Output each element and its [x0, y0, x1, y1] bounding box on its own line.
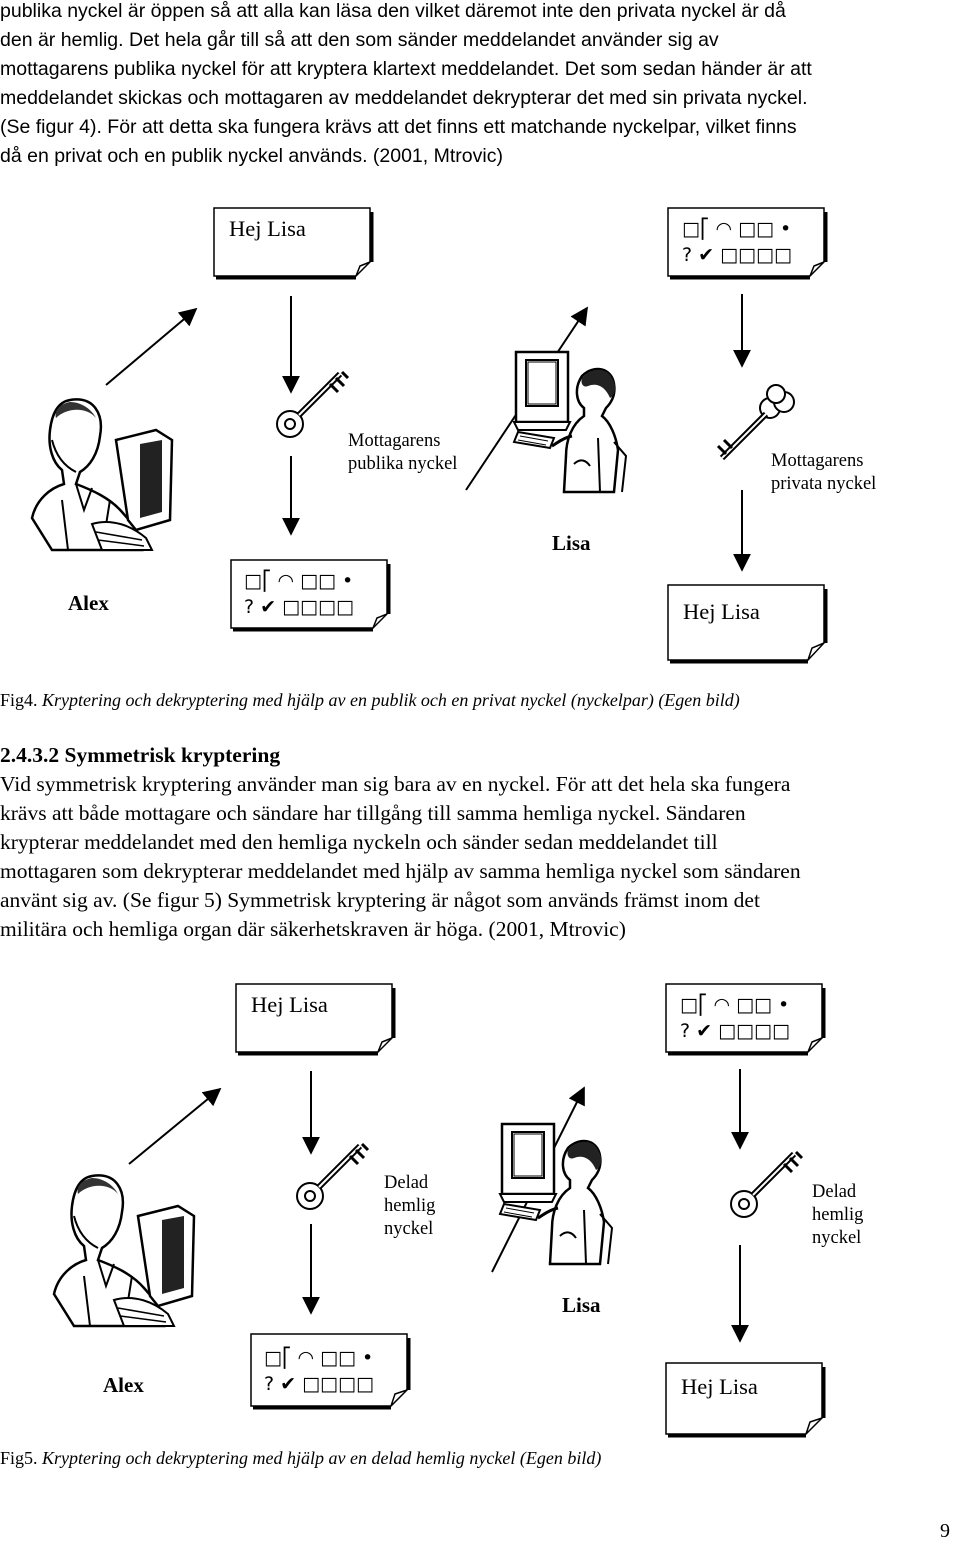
sender-name: Alex [103, 1373, 144, 1397]
text-line: meddelandet skickas och mottagaren av me… [0, 87, 808, 109]
caption-prefix: Fig5. [0, 1448, 38, 1468]
private-key-label: Mottagarens privata nyckel [771, 451, 877, 494]
plaintext-note-label: Hej Lisa [229, 216, 306, 241]
ciphertext-line: ? ✔ □□□□ [680, 1020, 790, 1042]
text-line: använt sig av. (Se figur 5) Symmetrisk k… [0, 888, 760, 912]
shared-key-label: Delad hemlig nyckel [384, 1173, 436, 1239]
page-number: 9 [940, 1520, 950, 1542]
text-line: krypterar meddelandet med den hemliga ny… [0, 830, 718, 854]
caption-text: Kryptering och dekryptering med hjälp av… [42, 690, 740, 710]
ciphertext-line: ? ✔ □□□□ [682, 244, 792, 266]
public-key-icon [277, 372, 348, 437]
section-heading: 2.4.3.2 Symmetrisk kryptering [0, 743, 281, 767]
arrow [105, 307, 198, 386]
receiver-lisa-icon [512, 350, 628, 494]
sender-alex-icon [52, 1174, 196, 1328]
sender-name: Alex [68, 591, 109, 615]
text-line: då en privat och en publik nyckel använd… [0, 145, 503, 167]
ciphertext-line: □⎡ ◠ □□ • [680, 994, 790, 1016]
text-line: mottagaren som dekrypterar meddelandet m… [0, 859, 801, 883]
shared-key-icon [731, 1152, 802, 1217]
arrow [128, 1087, 222, 1165]
text-line: den är hemlig. Det hela går till så att … [0, 29, 719, 51]
ciphertext-line: ? ✔ □□□□ [264, 1373, 374, 1395]
text-line: (Se figur 4). För att detta ska fungera … [0, 116, 797, 138]
plaintext-note-label: Hej Lisa [681, 1374, 758, 1399]
receiver-name: Lisa [562, 1293, 601, 1317]
plaintext-note-label: Hej Lisa [683, 599, 760, 624]
plaintext-note-label: Hej Lisa [251, 992, 328, 1017]
text-line: publika nyckel är öppen så att alla kan … [0, 0, 786, 22]
caption-text: Kryptering och dekryptering med hjälp av… [42, 1448, 602, 1468]
ciphertext-line: □⎡ ◠ □□ • [244, 570, 354, 592]
shared-key-icon [297, 1144, 368, 1209]
text-line: mottagarens publika nyckel för att krypt… [0, 58, 812, 80]
text-line: krävs att både mottagare och sändare har… [0, 801, 746, 825]
public-key-label: Mottagarens publika nyckel [348, 431, 458, 474]
ciphertext-line: ? ✔ □□□□ [244, 596, 354, 618]
caption-prefix: Fig4. [0, 690, 38, 710]
receiver-name: Lisa [552, 531, 591, 555]
sender-alex-icon [30, 398, 174, 552]
arrow [491, 1086, 585, 1273]
figure-caption: Fig5. Kryptering och dekryptering med hj… [0, 1448, 601, 1469]
ciphertext-line: □⎡ ◠ □□ • [264, 1347, 374, 1369]
ciphertext-line: □⎡ ◠ □□ • [682, 218, 792, 240]
receiver-lisa-icon [498, 1122, 614, 1266]
private-key-icon [718, 385, 794, 458]
text-line: militära och hemliga organ där säkerhets… [0, 917, 626, 941]
figure-caption: Fig4. Kryptering och dekryptering med hj… [0, 690, 740, 711]
shared-key-label: Delad hemlig nyckel [812, 1182, 864, 1248]
text-line: Vid symmetrisk kryptering använder man s… [0, 772, 791, 796]
